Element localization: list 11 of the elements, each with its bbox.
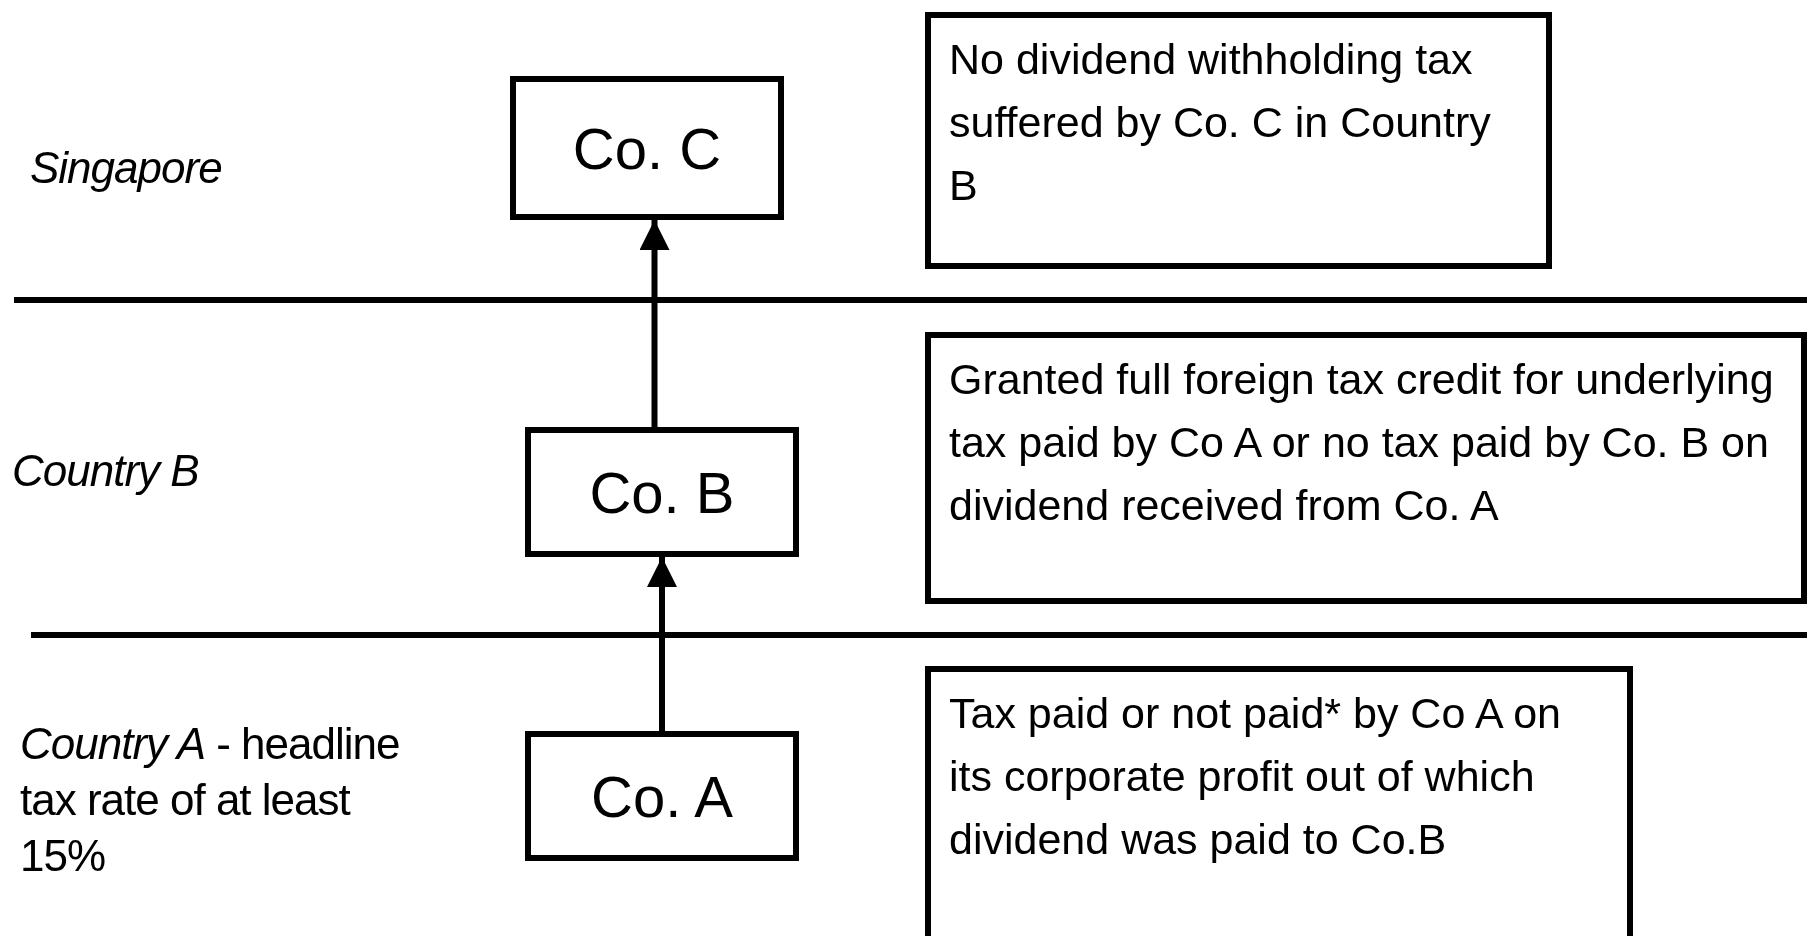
country-label: Country A - headline tax rate of at least 15% <box>20 718 401 882</box>
note-box: Granted full foreign tax credit for underlying tax paid by Co A or no tax paid by Co. B on dividend received from Co. A <box>925 332 1807 604</box>
company-box: Co. C <box>510 76 784 220</box>
note-box: No dividend withholding tax suffered by Co. C in Country B <box>925 12 1552 269</box>
country-label: Singapore <box>30 142 222 194</box>
arrow <box>647 557 677 731</box>
arrow <box>639 220 670 427</box>
country-label: Country B <box>12 445 199 497</box>
company-box: Co. B <box>525 427 799 557</box>
company-box: Co. A <box>525 731 799 861</box>
note-box: Tax paid or not paid* by Co A on its corporate profit out of which dividend was paid to Co.B <box>925 666 1633 936</box>
